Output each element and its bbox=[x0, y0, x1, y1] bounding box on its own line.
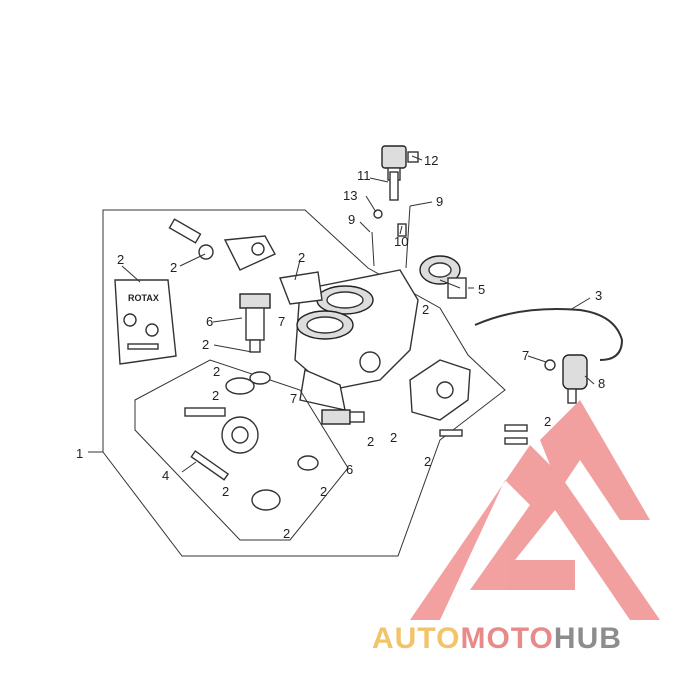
callout-2: 2 bbox=[390, 430, 397, 445]
callout-1: 1 bbox=[76, 446, 83, 461]
springs bbox=[225, 371, 319, 511]
logo-inner-triangle bbox=[540, 400, 650, 520]
callout-8: 8 bbox=[598, 376, 605, 391]
hose-3 bbox=[474, 308, 624, 361]
fuel-rail-bracket bbox=[409, 359, 471, 421]
throttle-position-sensor bbox=[419, 255, 467, 299]
callout-2: 2 bbox=[212, 388, 219, 403]
bolts-lower-right bbox=[439, 424, 528, 445]
callout-2: 2 bbox=[424, 454, 431, 469]
callout-2: 2 bbox=[298, 250, 305, 265]
logo-outer-triangle bbox=[410, 445, 660, 620]
injector-right bbox=[321, 409, 365, 425]
callout-7: 7 bbox=[278, 314, 285, 329]
callout-2: 2 bbox=[544, 414, 551, 429]
callout-2: 2 bbox=[320, 484, 327, 499]
callout-2: 2 bbox=[170, 260, 177, 275]
connector-12 bbox=[381, 145, 419, 181]
callout-9: 9 bbox=[348, 212, 355, 227]
callout-2: 2 bbox=[422, 302, 429, 317]
bolt-top-left bbox=[168, 218, 214, 260]
gasket-bracket bbox=[279, 271, 323, 305]
callout-4: 4 bbox=[162, 468, 169, 483]
callout-11: 11 bbox=[357, 168, 371, 183]
callout-3: 3 bbox=[595, 288, 602, 303]
callout-5: 5 bbox=[478, 282, 485, 297]
assembly-outline bbox=[102, 209, 506, 557]
callout-9: 9 bbox=[436, 194, 443, 209]
hose-9-right bbox=[405, 205, 411, 269]
injector-left bbox=[239, 293, 271, 353]
rotax-tag: ROTAX bbox=[114, 279, 177, 365]
callout-2: 2 bbox=[222, 484, 229, 499]
callout-7: 7 bbox=[290, 391, 297, 406]
callout-6: 6 bbox=[206, 314, 213, 329]
callout-2: 2 bbox=[202, 337, 209, 352]
hose-9-left bbox=[371, 231, 375, 267]
callout-7: 7 bbox=[522, 348, 529, 363]
pressure-regulator bbox=[562, 354, 588, 404]
watermark-hub: HUB bbox=[554, 622, 622, 655]
callout-10: 10 bbox=[394, 234, 408, 249]
callout-12: 12 bbox=[424, 153, 438, 168]
callout-2: 2 bbox=[213, 364, 220, 379]
bracket-top bbox=[223, 235, 276, 271]
linkage-box bbox=[134, 359, 349, 541]
throttle-linkage bbox=[184, 407, 259, 481]
callout-13: 13 bbox=[343, 188, 357, 203]
callout-2: 2 bbox=[283, 526, 290, 541]
callout-numbers: 1 2 2 2 2 2 2 2 2 2 2 2 2 2 2 3 4 5 6 6 … bbox=[76, 153, 605, 541]
watermark-auto: AUTO bbox=[372, 622, 460, 655]
callout-2: 2 bbox=[117, 252, 124, 267]
fitting-10 bbox=[397, 223, 407, 237]
watermark-text: AUTOMOTOHUB bbox=[372, 622, 622, 655]
callout-6: 6 bbox=[346, 462, 353, 477]
watermark-logo-icon bbox=[410, 400, 660, 620]
o-ring-7 bbox=[544, 359, 556, 371]
leader-lines bbox=[88, 155, 595, 473]
pipe-11 bbox=[389, 171, 399, 201]
watermark-moto: MOTO bbox=[460, 622, 553, 655]
callout-2: 2 bbox=[367, 434, 374, 449]
rotax-label: ROTAX bbox=[128, 293, 159, 303]
throttle-body bbox=[294, 269, 419, 411]
